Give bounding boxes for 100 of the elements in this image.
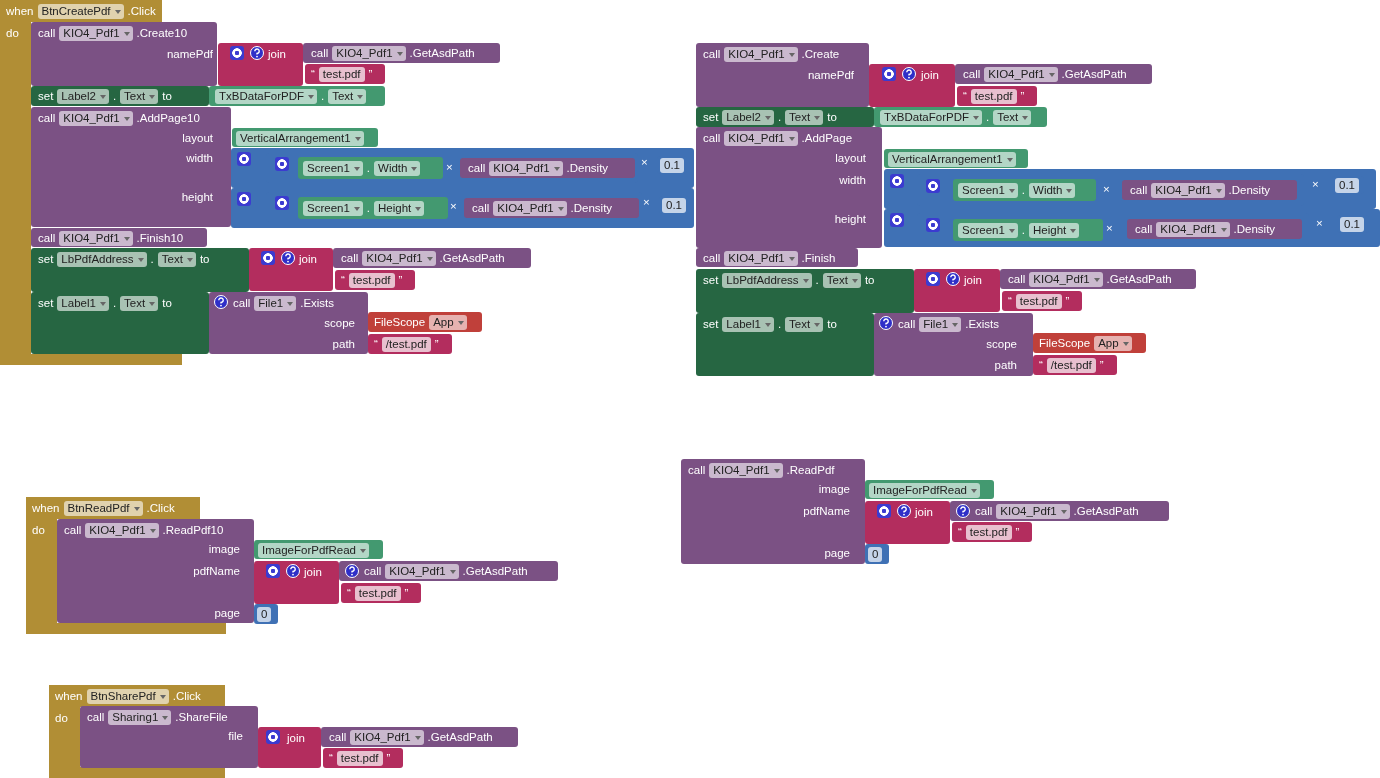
dropdown-field: Label1: [57, 295, 109, 311]
setter-block: [696, 107, 874, 127]
block-label: width: [186, 151, 213, 165]
getter-block: [953, 179, 1096, 201]
block-label: ×: [641, 155, 648, 169]
block-label: FileScope: [374, 315, 426, 329]
block-label: page: [824, 546, 850, 560]
quote-mark: “: [374, 337, 378, 351]
block-label: .Density: [1228, 183, 1271, 197]
block-label: set: [703, 110, 719, 124]
dropdown-field: Text: [993, 109, 1032, 125]
value-field: test.pdf: [348, 272, 395, 288]
text-block: [368, 334, 452, 354]
quote-mark: ”: [1065, 294, 1070, 308]
block-label: namePdf: [166, 47, 213, 61]
block-label: namePdf: [807, 68, 854, 82]
dropdown-field: KIO4_Pdf1: [350, 729, 424, 745]
dropdown-field: Text: [328, 88, 367, 104]
block-label: call: [975, 504, 993, 518]
block-label: .Density: [566, 161, 609, 175]
quote-mark: “: [958, 525, 962, 539]
value-field: test.pdf: [965, 524, 1012, 540]
procedure-call-block: [31, 22, 217, 86]
procedure-call-block: [209, 292, 368, 354]
block-label: to: [827, 317, 837, 331]
block-label: call: [472, 201, 490, 215]
dropdown-field: BtnReadPdf: [63, 500, 143, 516]
option-block: [1033, 333, 1146, 353]
block-label: page: [214, 606, 240, 620]
dropdown-field: ImageForPdfRead: [258, 542, 369, 558]
quote-mark: “: [329, 751, 333, 765]
dropdown-field: KIO4_Pdf1: [996, 503, 1070, 519]
dropdown-field: Height: [374, 200, 425, 216]
block-label: set: [38, 89, 54, 103]
block-label: .Density: [1233, 222, 1276, 236]
block-label: call: [87, 710, 105, 724]
block-label: .: [366, 201, 371, 215]
block-label: .: [1021, 183, 1026, 197]
block-label: call: [38, 231, 56, 245]
quote-mark: “: [963, 89, 967, 103]
dropdown-field: KIO4_Pdf1: [362, 250, 436, 266]
block-label: call: [311, 46, 329, 60]
text-block: [1033, 355, 1117, 375]
block-label: height: [834, 212, 866, 226]
block-label: .GetAsdPath: [427, 730, 493, 744]
block-label: scope: [324, 316, 355, 330]
dropdown-field: Label1: [722, 316, 774, 332]
block-label: when: [6, 4, 34, 18]
block-label: .Exists: [965, 317, 1000, 331]
block-label: call: [703, 47, 721, 61]
dropdown-field: Text: [785, 109, 824, 125]
text-block: [335, 270, 415, 290]
quote-mark: ”: [1015, 525, 1020, 539]
block-label: call: [703, 131, 721, 145]
text-block: [218, 43, 303, 86]
text-block: [914, 269, 1000, 312]
value-field: 0.1: [1340, 216, 1364, 232]
block-label: call: [64, 523, 82, 537]
block-label: .: [112, 89, 117, 103]
block-label: .Click: [146, 501, 175, 515]
quote-mark: “: [341, 273, 345, 287]
text-block: [1002, 291, 1082, 311]
procedure-call-block: [57, 519, 254, 623]
setter-block: [31, 86, 209, 106]
block-label: ×: [1106, 221, 1113, 235]
text-block: [869, 64, 955, 107]
block-label: .Density: [570, 201, 613, 215]
block-label: call: [38, 26, 56, 40]
block-label: .GetAsdPath: [1073, 504, 1139, 518]
dropdown-field: KIO4_Pdf1: [724, 130, 798, 146]
block-label: call: [341, 251, 359, 265]
quote-mark: “: [347, 586, 351, 600]
block-label: call: [1130, 183, 1148, 197]
block-label: call: [688, 463, 706, 477]
block-label: ×: [1316, 216, 1323, 230]
block-label: layout: [182, 131, 213, 145]
block-label: .: [1021, 223, 1026, 237]
dropdown-field: KIO4_Pdf1: [724, 250, 798, 266]
block-label: FileScope: [1039, 336, 1091, 350]
getter-block: [884, 149, 1028, 168]
text-block: [341, 583, 421, 603]
setter-block: [696, 313, 874, 376]
block-label: call: [329, 730, 347, 744]
value-field: test.pdf: [1015, 293, 1062, 309]
dropdown-field: KIO4_Pdf1: [1029, 271, 1103, 287]
block-label: .Exists: [300, 296, 335, 310]
block-label: .GetAsdPath: [409, 46, 475, 60]
dropdown-field: TxBDataForPDF: [880, 109, 982, 125]
dropdown-field: Screen1: [958, 182, 1018, 198]
dropdown-field: KIO4_Pdf1: [59, 25, 133, 41]
procedure-call-block: [696, 43, 869, 107]
dropdown-field: KIO4_Pdf1: [724, 46, 798, 62]
block-label: join: [268, 47, 286, 61]
procedure-call-block: [696, 248, 858, 267]
block-label: .Click: [127, 4, 156, 18]
block-label: when: [32, 501, 60, 515]
procedure-call-block: [31, 107, 231, 227]
block-label: call: [1135, 222, 1153, 236]
value-field: 0: [257, 606, 272, 622]
block-label: set: [38, 252, 54, 266]
